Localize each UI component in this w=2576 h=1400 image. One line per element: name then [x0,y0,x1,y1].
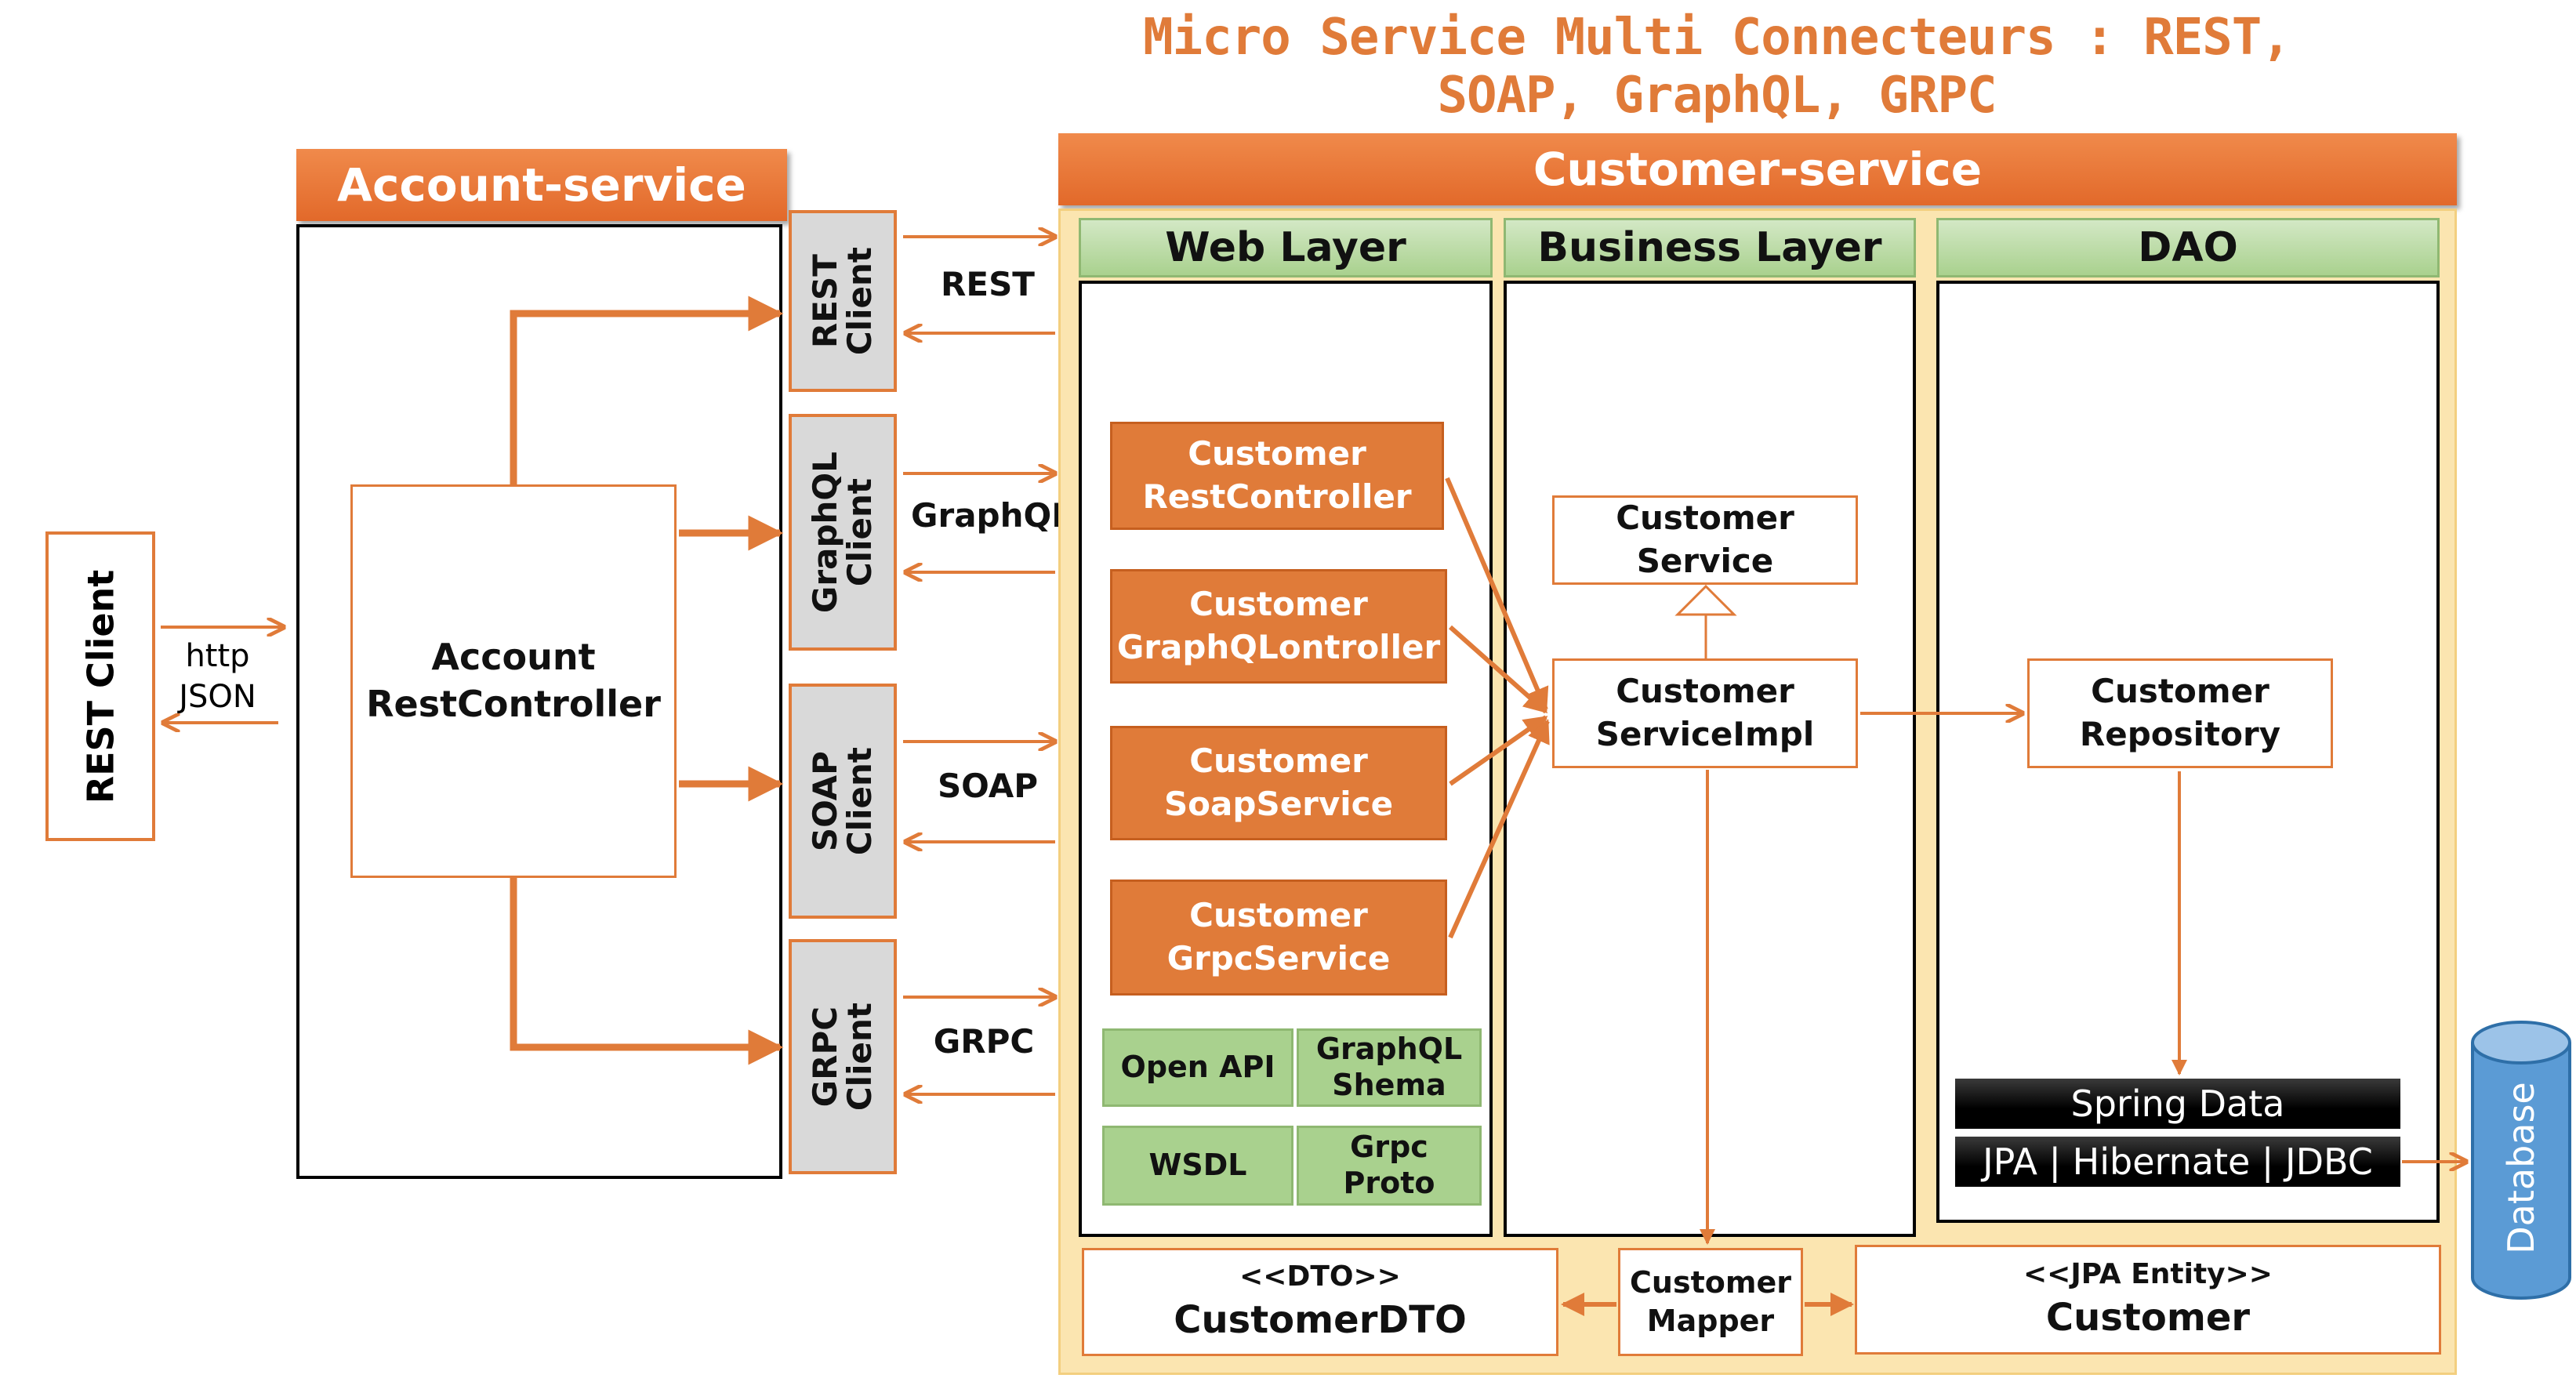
soap-client-proxy: SOAP Client [789,684,897,919]
jpa-hibernate-jdbc-bar: JPA | Hibernate | JDBC [1955,1137,2400,1187]
customer-entity-name: Customer [2045,1296,2251,1340]
rest-client-label: REST Client [79,569,122,803]
soap-client-proxy-label: SOAP Client [805,746,879,856]
spring-data-bar: Spring Data [1955,1079,2400,1129]
database-cylinder [2471,1021,2571,1300]
protocol-soap-label: SOAP [937,766,1039,805]
spec-graphql-schema: GraphQL Shema [1297,1028,1482,1107]
account-service-header: Account-service [296,149,787,221]
customer-graphql-controller: Customer GraphQLontroller [1110,569,1447,684]
account-rest-controller: Account RestController [350,484,677,878]
customer-grpc-service: Customer GrpcService [1110,880,1447,996]
web-layer-header: Web Layer [1079,218,1493,277]
http-json-label: http JSON [179,638,256,715]
customer-mapper: Customer Mapper [1618,1248,1803,1356]
spec-wsdl: WSDL [1102,1126,1293,1206]
dao-header: DAO [1936,218,2440,277]
rest-client-proxy: REST Client [789,210,897,392]
protocol-grpc-label: GRPC [933,1021,1035,1061]
rest-client-proxy-label: REST Client [805,246,879,356]
customer-dto-stereotype: <<DTO>> [1239,1260,1401,1293]
diagram-title: Micro Service Multi Connecteurs : REST, … [1143,9,2291,125]
spec-open-api: Open API [1102,1028,1293,1107]
customer-service-interface: Customer Service [1552,495,1858,585]
database-label: Database [2500,1082,2542,1254]
grpc-client-proxy-label: GRPC Client [805,1002,879,1112]
spec-grpc-proto: Grpc Proto [1297,1126,1482,1206]
customer-entity-box: <<JPA Entity>> Customer [1855,1245,2441,1355]
rest-client-box: REST Client [45,531,155,841]
graphql-client-proxy: GraphQL Client [789,414,897,651]
database-label-wrap: Database [2468,1050,2574,1286]
protocol-rest-label: REST [941,264,1035,303]
protocol-graphql-label: GraphQL [911,495,1072,535]
customer-rest-controller: Customer RestController [1110,422,1444,530]
business-layer-header: Business Layer [1504,218,1916,277]
graphql-client-proxy-label: GraphQL Client [805,452,879,613]
customer-soap-service: Customer SoapService [1110,726,1447,840]
customer-entity-stereotype: <<JPA Entity>> [2023,1258,2273,1291]
customer-service-header: Customer-service [1058,133,2457,205]
customer-repository: Customer Repository [2027,658,2333,768]
customer-service-impl: Customer ServiceImpl [1552,658,1858,768]
customer-dto-name: CustomerDTO [1174,1298,1467,1343]
grpc-client-proxy: GRPC Client [789,939,897,1174]
customer-dto-box: <<DTO>> CustomerDTO [1082,1248,1558,1356]
